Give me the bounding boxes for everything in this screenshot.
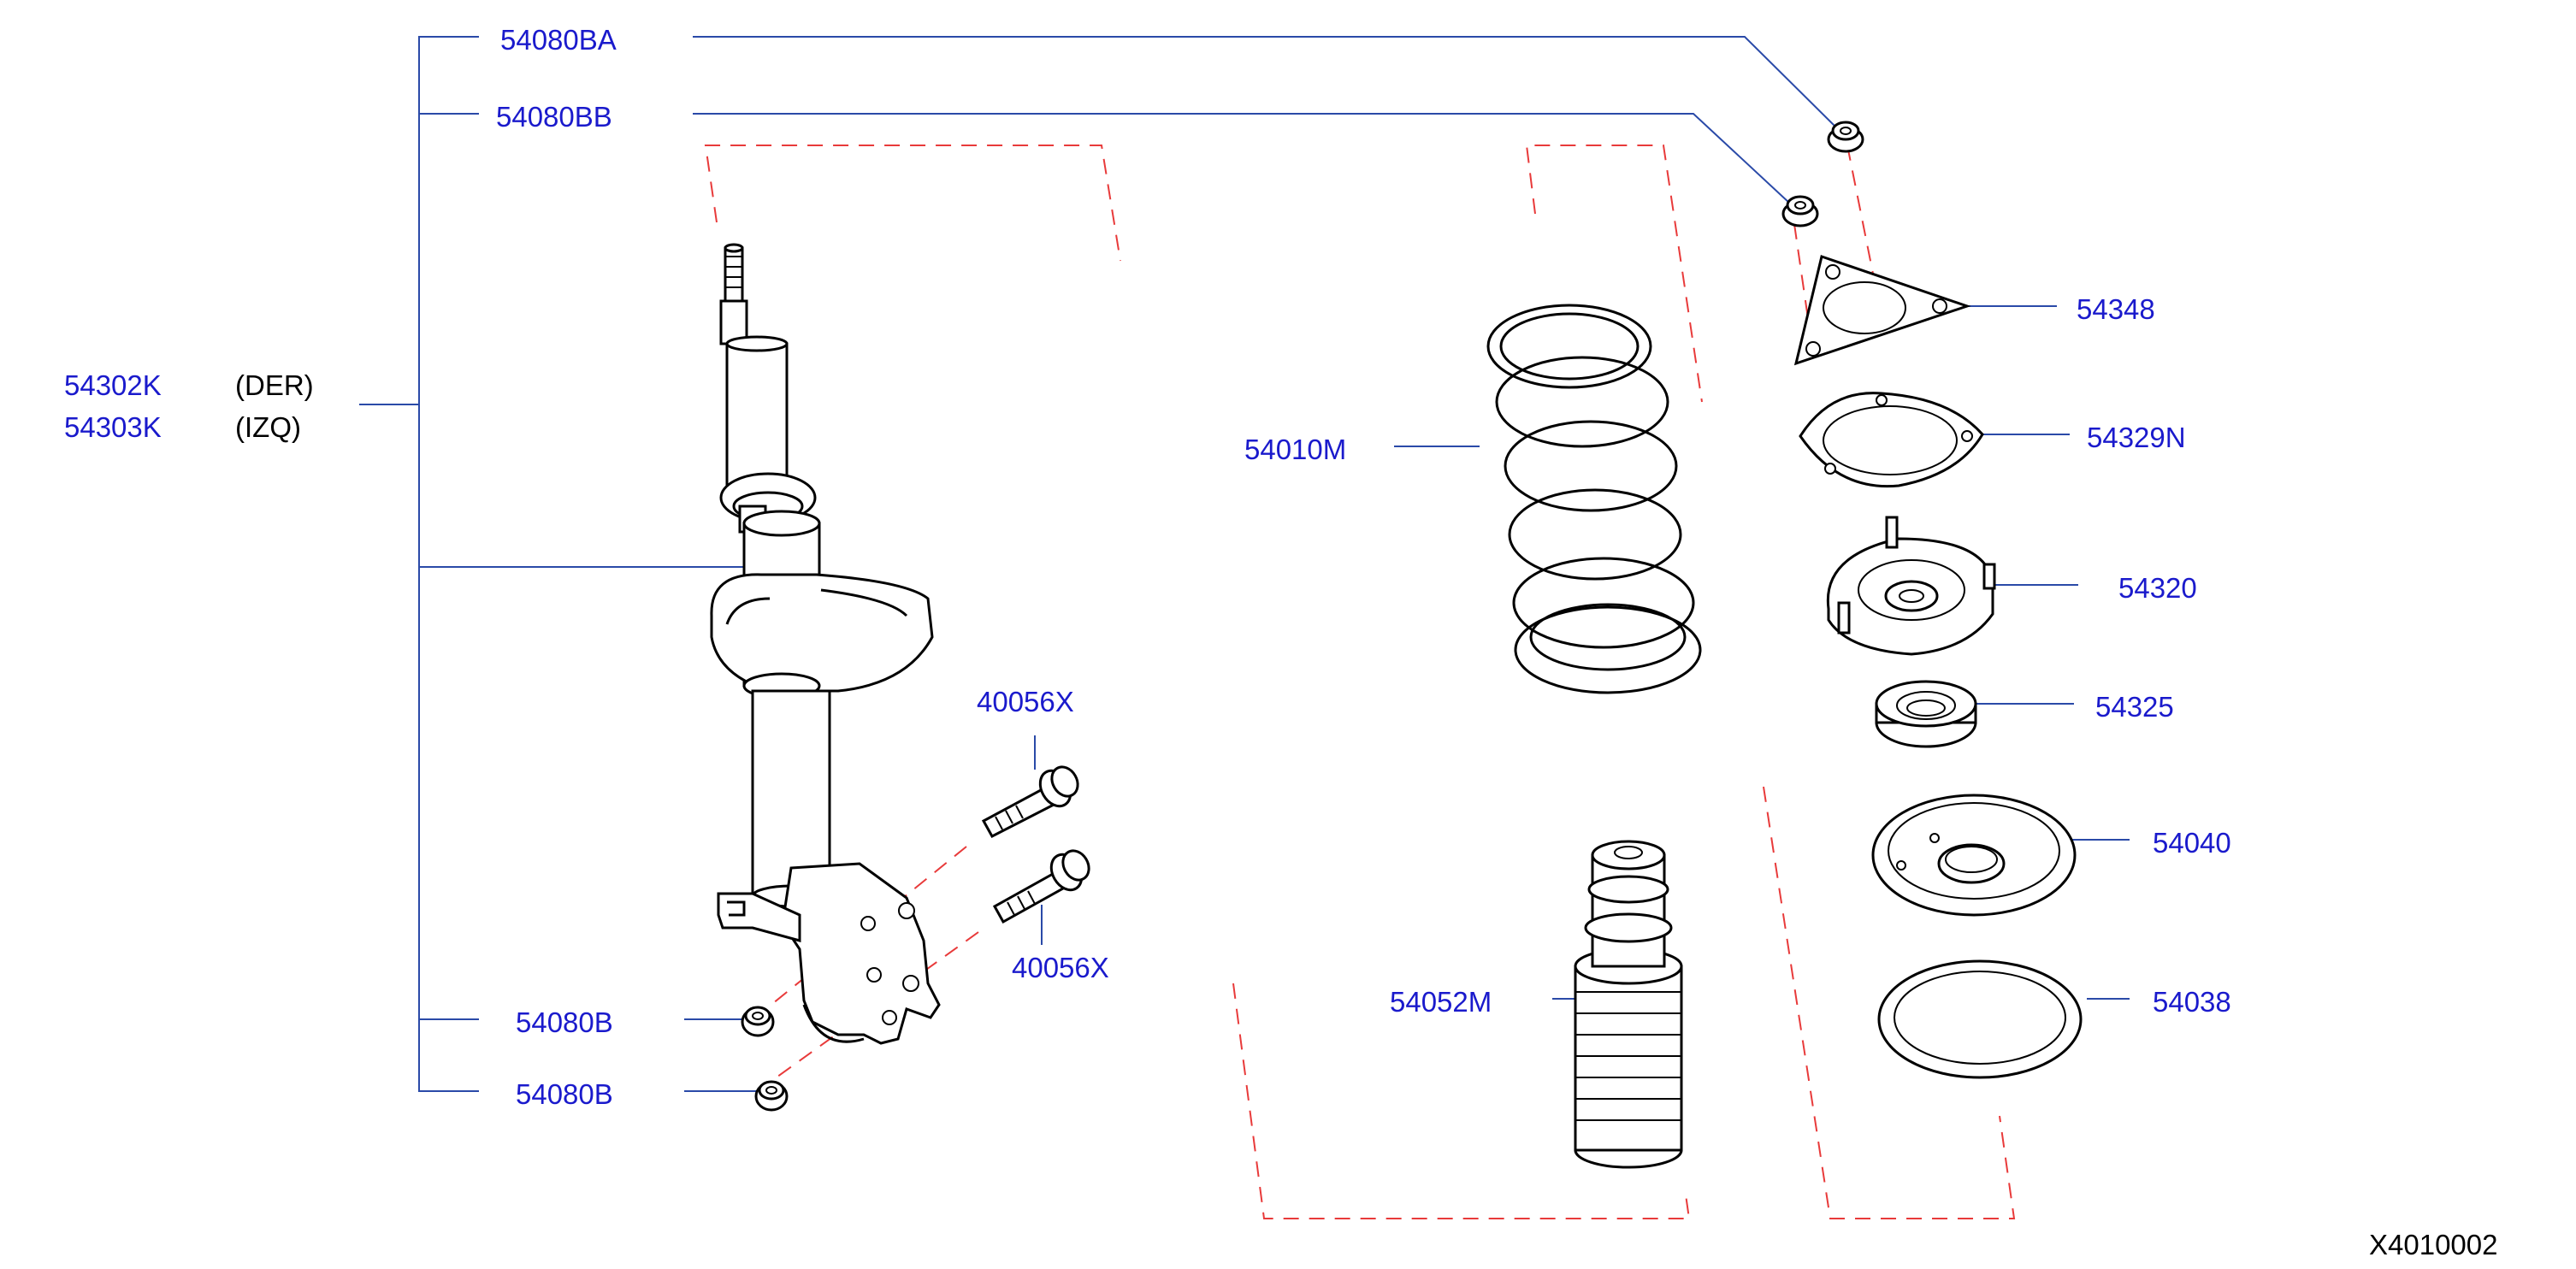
nut-54080ba-drawing — [1827, 121, 1864, 153]
label-54303k: 54303K — [64, 411, 162, 443]
leader-lines — [359, 36, 2130, 1092]
label-54329n: 54329N — [2087, 422, 2186, 453]
label-54038: 54038 — [2153, 986, 2231, 1018]
insulator-54038-drawing — [1877, 959, 2083, 1079]
label-54040: 54040 — [2153, 827, 2231, 859]
label-der: (DER) — [235, 369, 314, 401]
nut-54080bb-drawing — [1781, 195, 1819, 227]
strut-assembly-drawing — [710, 243, 941, 1045]
nut-54080b-lower-drawing — [754, 1080, 789, 1112]
bearing-54325-drawing — [1875, 680, 1977, 748]
gasket-54329n-drawing — [1799, 392, 1984, 488]
label-54052m: 54052M — [1390, 986, 1492, 1018]
bolt-lower-drawing — [992, 849, 1090, 924]
label-54320: 54320 — [2118, 572, 2197, 604]
label-izq: (IZQ) — [235, 411, 301, 443]
label-54348: 54348 — [2077, 293, 2155, 325]
bolt-upper-drawing — [981, 765, 1079, 838]
strut-mount-54320-drawing — [1826, 516, 1996, 656]
label-40056x-top: 40056X — [977, 686, 1074, 717]
coil-spring-drawing — [1486, 304, 1702, 694]
nut-54080b-upper-drawing — [741, 1006, 775, 1037]
label-54080bb: 54080BB — [496, 101, 612, 133]
label-54010m: 54010M — [1244, 434, 1346, 465]
spring-seat-54040-drawing — [1871, 794, 2077, 917]
label-54080b-top: 54080B — [516, 1006, 613, 1038]
plate-54348-drawing — [1793, 255, 1971, 366]
label-54302k: 54302K — [64, 369, 162, 401]
label-54080ba: 54080BA — [500, 24, 617, 56]
part-labels: 54080BA 54080BB 54302K 54303K (DER) (IZQ… — [64, 24, 2497, 1260]
label-54080b-bottom: 54080B — [516, 1078, 613, 1110]
label-54325: 54325 — [2095, 691, 2174, 723]
diagram-reference-code: X4010002 — [2369, 1229, 2497, 1260]
label-40056x-bottom: 40056X — [1012, 952, 1109, 983]
bump-stop-drawing — [1574, 840, 1683, 1169]
